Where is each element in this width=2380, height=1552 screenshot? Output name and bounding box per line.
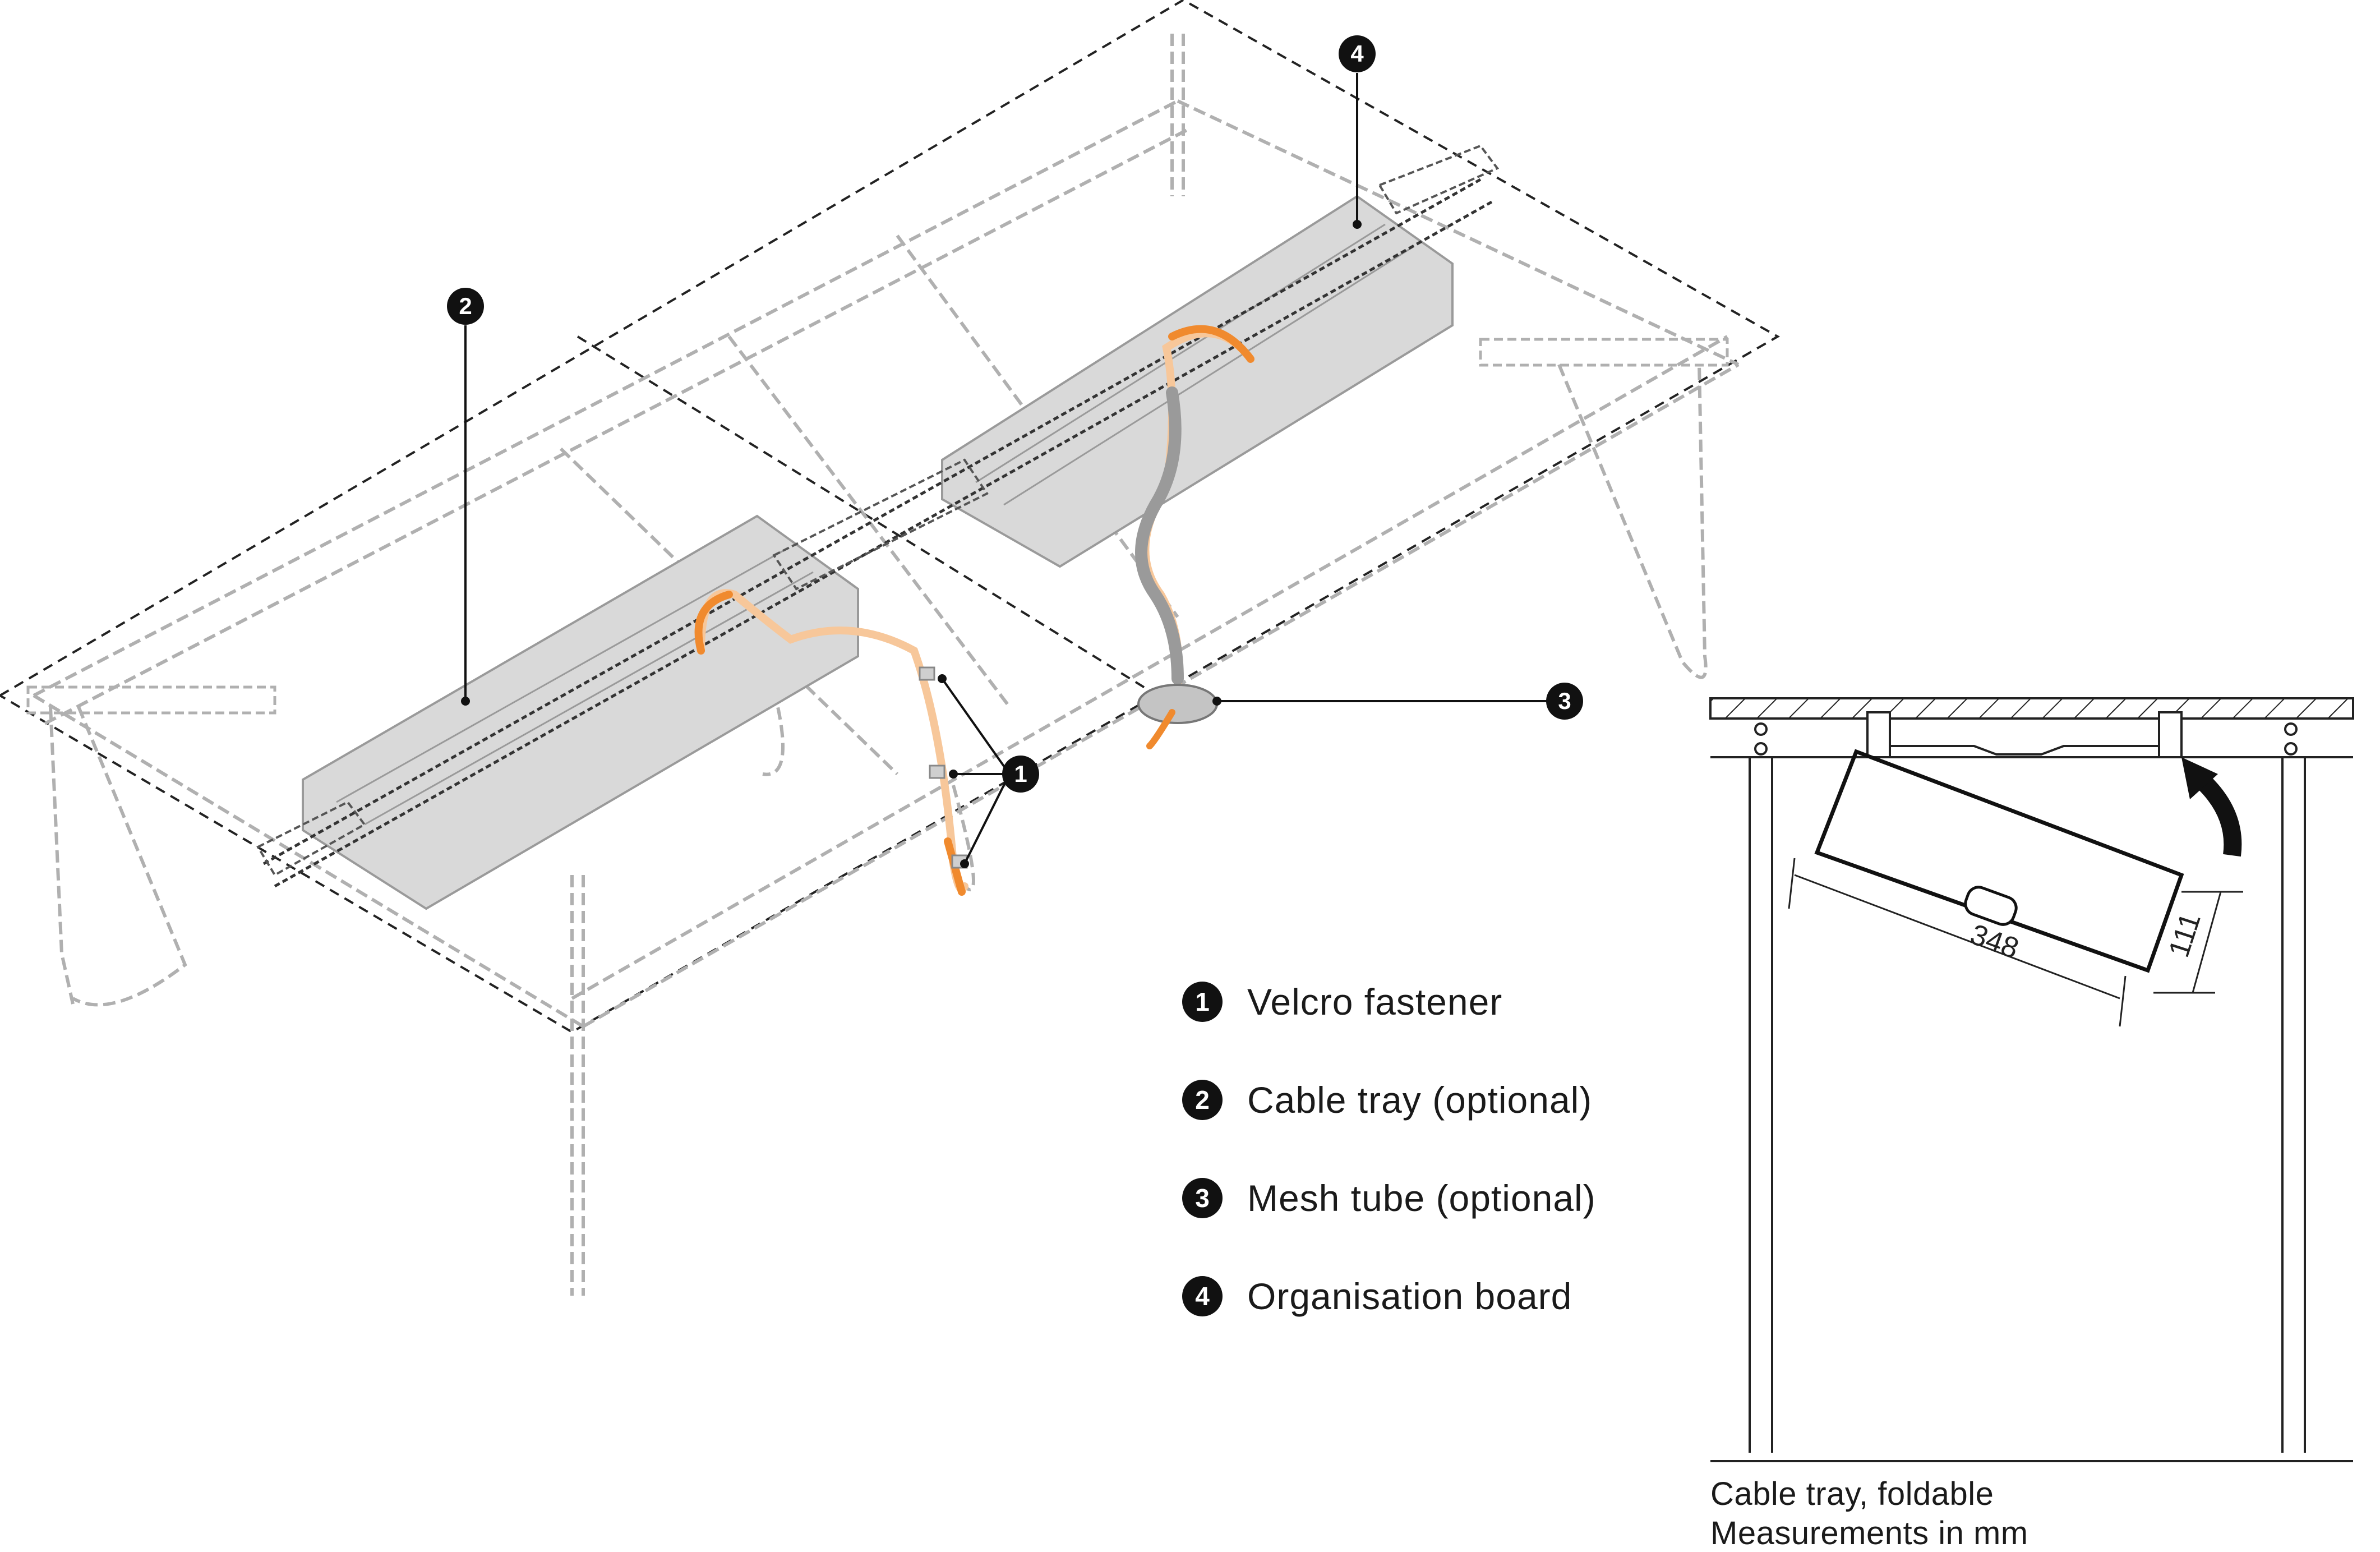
board-bracket-left bbox=[256, 800, 366, 877]
detail-caption-line1: Cable tray, foldable bbox=[1710, 1476, 1994, 1512]
legend-item-cable-tray: 2 Cable tray (optional) bbox=[1182, 1079, 1592, 1121]
desk-top-section bbox=[1709, 697, 2354, 720]
table-legs bbox=[49, 34, 1708, 1296]
legend-label: Organisation board bbox=[1247, 1275, 1572, 1317]
legend-number-badge: 2 bbox=[1182, 1080, 1223, 1120]
dimension-height: 111 bbox=[2162, 909, 2207, 961]
tray-handle bbox=[1964, 886, 2018, 926]
dimension-lines bbox=[1788, 858, 2243, 1027]
leader-dots bbox=[461, 220, 1362, 868]
legend-number-badge: 1 bbox=[1182, 982, 1223, 1022]
legend-item-velcro: 1 Velcro fastener bbox=[1182, 980, 1502, 1023]
legend-number-badge: 4 bbox=[1182, 1276, 1223, 1316]
frame-rails bbox=[33, 99, 1740, 1028]
board-bracket-mid bbox=[772, 458, 989, 591]
bracket-left bbox=[1866, 711, 1891, 758]
foot-left bbox=[26, 685, 276, 715]
legend-label: Velcro fastener bbox=[1247, 981, 1503, 1023]
tabletop-outline bbox=[0, 0, 1781, 1034]
callout-3: 3 bbox=[1546, 683, 1583, 720]
cable-tray-detail: 348 111 bbox=[1709, 697, 2354, 1462]
velcro-marker-1 bbox=[919, 666, 935, 681]
board-bracket-right bbox=[1378, 144, 1500, 215]
tilted-tray bbox=[1814, 749, 2184, 973]
tabletop-divider bbox=[576, 335, 1168, 702]
mesh-tube-exit bbox=[1146, 709, 1175, 749]
cable-tray-body-right bbox=[941, 195, 1454, 568]
screws bbox=[1754, 722, 2298, 756]
rail-profile bbox=[1884, 745, 2176, 756]
legend-number-badge: 3 bbox=[1182, 1178, 1223, 1218]
cable-left-orange bbox=[694, 591, 733, 655]
velcro-marker-2 bbox=[929, 765, 945, 779]
fold-arrowhead bbox=[2181, 757, 2218, 799]
tray-details bbox=[336, 223, 1414, 826]
cable-tray-body-left bbox=[302, 514, 859, 910]
detail-legs bbox=[1749, 757, 2306, 1453]
detail-caption-line2: Measurements in mm bbox=[1710, 1515, 2028, 1551]
table-isometric bbox=[0, 0, 1781, 1296]
leader-lines bbox=[464, 73, 1548, 864]
legend-label: Cable tray (optional) bbox=[1247, 1079, 1593, 1121]
cable-right-orange bbox=[1168, 325, 1254, 363]
callout-2: 2 bbox=[447, 288, 484, 325]
fold-arrow bbox=[2194, 773, 2242, 857]
legend-item-mesh-tube: 3 Mesh tube (optional) bbox=[1182, 1177, 1596, 1219]
legend-item-organisation-board: 4 Organisation board bbox=[1182, 1275, 1572, 1318]
legend-label: Mesh tube (optional) bbox=[1247, 1177, 1596, 1219]
callout-1: 1 bbox=[1002, 756, 1039, 793]
mesh-tube bbox=[1135, 386, 1184, 685]
callout-4: 4 bbox=[1339, 35, 1376, 72]
mesh-tube-grommet bbox=[1137, 684, 1218, 724]
foot-right bbox=[1479, 338, 1729, 367]
bracket-right bbox=[2158, 711, 2183, 758]
